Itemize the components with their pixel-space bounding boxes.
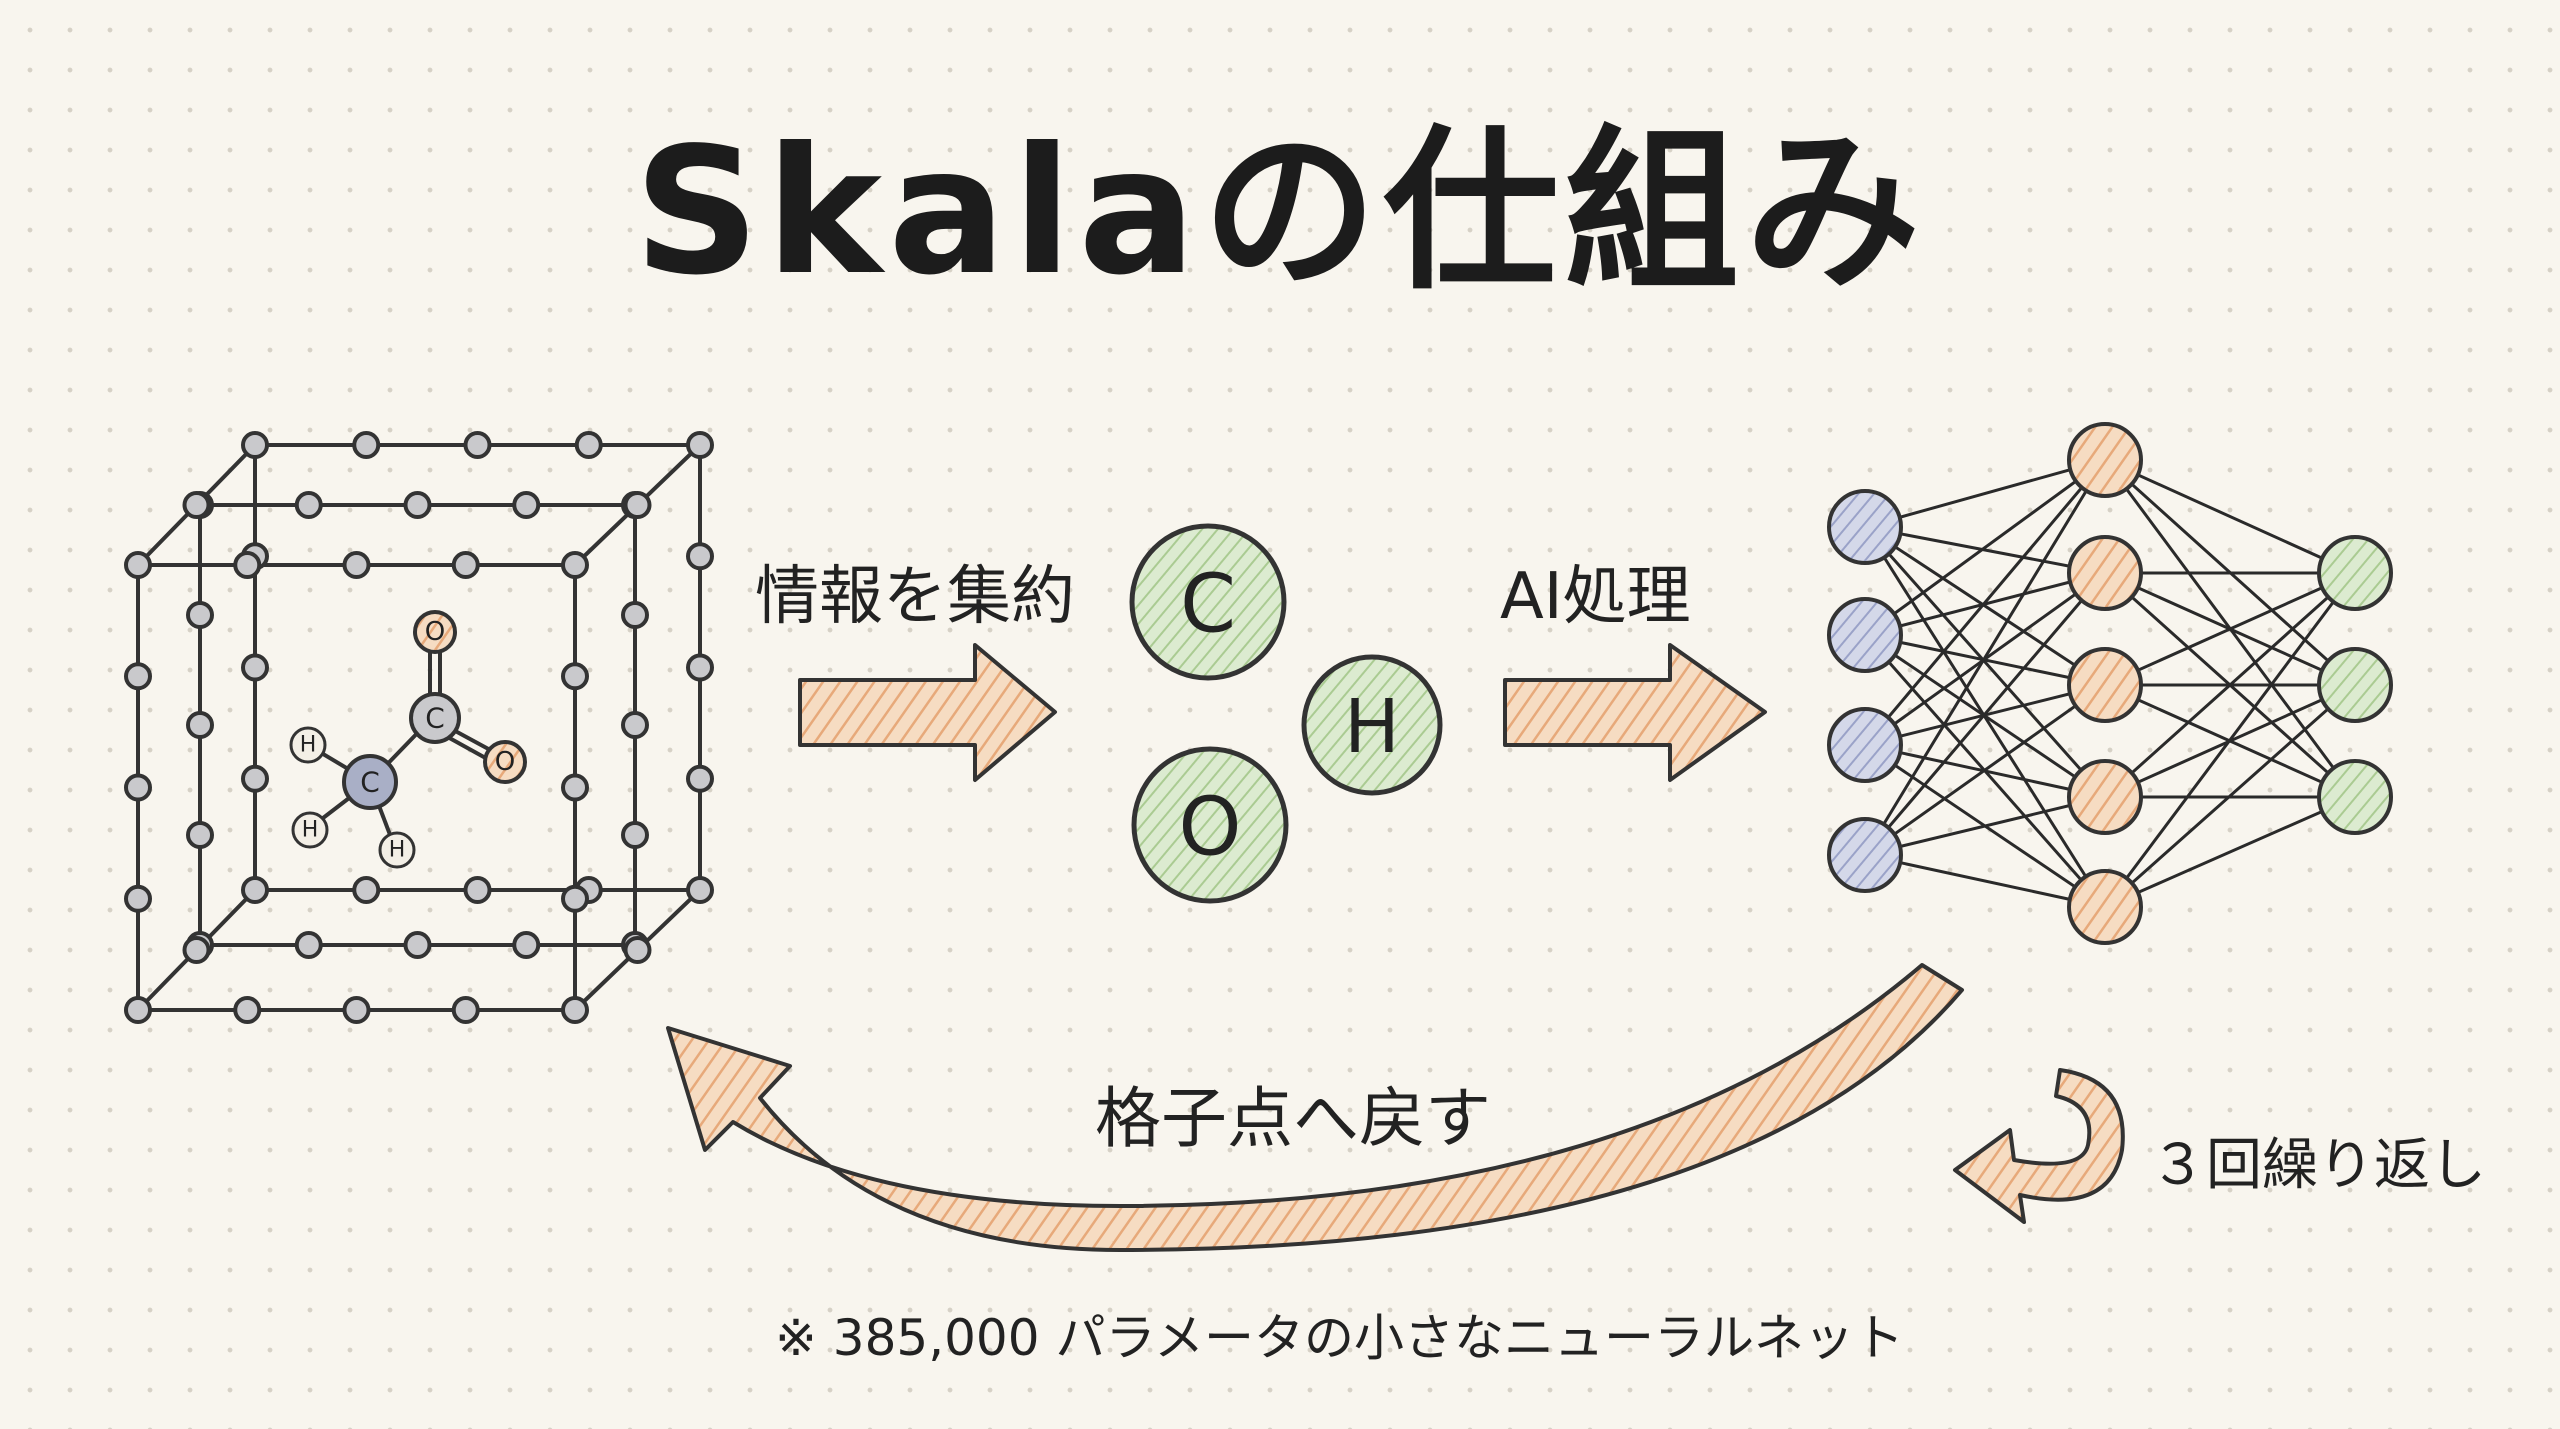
lattice-node <box>182 936 211 964</box>
lattice-node <box>186 711 214 739</box>
lattice-node <box>294 931 323 959</box>
svg-text:H: H <box>389 838 406 863</box>
output-neuron <box>2317 647 2393 723</box>
input-neuron <box>1827 817 1903 893</box>
lattice-node <box>186 821 214 849</box>
hidden-neuron <box>2067 422 2143 498</box>
lattice-node <box>342 996 371 1024</box>
input-neuron <box>1827 597 1903 673</box>
neural-network <box>1827 422 2393 945</box>
lattice-node <box>233 551 262 579</box>
hydrogen-atom-large <box>1301 654 1443 796</box>
repeat-loop-arrow <box>1953 1068 2125 1224</box>
lattice-node <box>342 551 371 579</box>
lattice-node <box>241 764 269 793</box>
input-neuron <box>1827 489 1903 565</box>
page-title: Skalaの仕組み <box>633 111 1927 314</box>
lattice-node <box>512 491 541 519</box>
svg-text:C: C <box>360 766 380 799</box>
lattice-node <box>623 491 652 519</box>
svg-text:C: C <box>1180 558 1236 651</box>
lattice-node <box>451 996 480 1024</box>
hydrogen-atom-2 <box>291 811 329 849</box>
lattice-node <box>403 931 432 959</box>
lattice-node <box>124 662 152 691</box>
lattice-node <box>241 431 269 459</box>
svg-text:O: O <box>1179 781 1242 874</box>
carbon-atom-methyl <box>342 754 398 810</box>
lattice-node <box>124 996 152 1024</box>
output-neuron <box>2317 759 2393 835</box>
lattice-node <box>561 884 589 913</box>
lattice-node <box>621 601 649 629</box>
lattice-node <box>463 876 492 904</box>
lattice-node <box>403 491 432 519</box>
output-neuron <box>2317 535 2393 611</box>
lattice-node <box>124 884 152 913</box>
lattice-node <box>686 764 714 793</box>
molecule: O C O C H H H <box>289 610 527 869</box>
lattice-node <box>686 542 714 571</box>
footnote: ※ 385,000 パラメータの小さなニューラルネット <box>775 1309 1904 1367</box>
ai-processing-arrow <box>1503 643 1767 782</box>
lattice-node <box>574 431 603 459</box>
hidden-neuron <box>2067 647 2143 723</box>
input-neuron <box>1827 707 1903 783</box>
lattice-cube <box>124 431 714 1024</box>
lattice-node <box>561 662 589 691</box>
lattice-node <box>621 821 649 849</box>
lattice-node <box>241 876 269 904</box>
aggregate-label: 情報を集約 <box>755 560 1075 634</box>
lattice-node <box>352 876 381 904</box>
lattice-node <box>621 711 649 739</box>
atom-group: C H O <box>1129 523 1443 904</box>
lattice-node <box>686 431 714 459</box>
lattice-node <box>352 431 381 459</box>
oxygen-atom-top <box>413 610 457 654</box>
svg-text:O: O <box>425 617 445 647</box>
lattice-node <box>463 431 492 459</box>
return-to-grid-label: 格子点へ戻す <box>1095 1080 1491 1157</box>
hidden-neuron <box>2067 535 2143 611</box>
lattice-node <box>182 491 211 519</box>
hydrogen-atom-1 <box>289 726 327 764</box>
svg-text:H: H <box>300 733 317 758</box>
lattice-node <box>186 601 214 629</box>
lattice-node <box>686 876 714 904</box>
carbon-atom-large <box>1129 523 1287 681</box>
lattice-node <box>233 996 262 1024</box>
ai-processing-label: AI処理 <box>1500 560 1691 634</box>
oxygen-atom-right <box>483 740 527 784</box>
lattice-node <box>561 996 589 1024</box>
svg-text:H: H <box>1344 684 1400 770</box>
lattice-node <box>241 653 269 682</box>
svg-text:O: O <box>495 747 515 777</box>
svg-text:H: H <box>302 818 319 843</box>
lattice-node <box>451 551 480 579</box>
lattice-node <box>561 773 589 802</box>
return-arrow <box>666 963 1964 1252</box>
lattice-node <box>294 491 323 519</box>
lattice-node <box>686 653 714 682</box>
svg-text:C: C <box>425 702 445 735</box>
lattice-node <box>561 551 589 579</box>
oxygen-atom-large <box>1131 746 1289 904</box>
carbon-atom-carboxyl <box>409 692 461 744</box>
lattice-node <box>124 551 152 579</box>
lattice-node <box>124 773 152 802</box>
repeat-label: ３回繰り返し <box>2150 1133 2486 1198</box>
hydrogen-atom-3 <box>378 831 416 869</box>
lattice-node <box>623 936 652 964</box>
hidden-neuron <box>2067 759 2143 835</box>
hidden-neuron <box>2067 869 2143 945</box>
lattice-node <box>512 931 541 959</box>
aggregate-arrow <box>798 643 1057 782</box>
